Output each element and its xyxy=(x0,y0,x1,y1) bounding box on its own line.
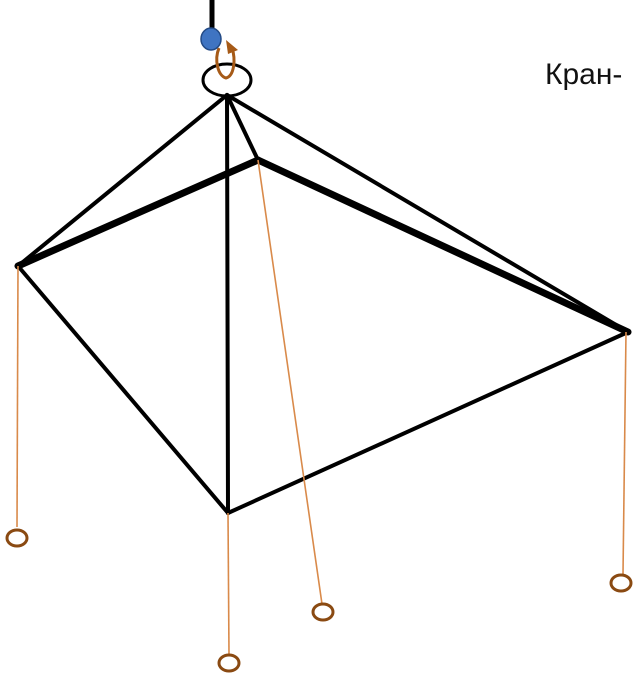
sling-ring-back xyxy=(311,602,335,622)
frame xyxy=(14,93,632,515)
sling-left xyxy=(16,265,19,528)
hook-ball xyxy=(200,27,222,51)
frame-base-front-left xyxy=(16,264,230,515)
frame-link-left xyxy=(16,93,229,268)
slings xyxy=(16,159,627,656)
hook-arrow-head xyxy=(226,40,238,54)
frame-link-back xyxy=(225,93,260,162)
hook-rotation-arrow xyxy=(215,47,236,80)
sling-ring-front xyxy=(217,653,241,673)
frame-base-front-right xyxy=(226,330,630,515)
frame-link-right xyxy=(225,93,630,334)
sling-back xyxy=(257,159,323,605)
hook-ring xyxy=(201,62,253,98)
sling-ring-left xyxy=(5,528,29,548)
frame-base-back-right xyxy=(254,156,632,336)
diagram-label: Кран- xyxy=(545,58,622,91)
sling-front xyxy=(227,512,230,656)
frame-base-back-left xyxy=(14,156,262,270)
sling-ring-right xyxy=(609,573,633,593)
frame-link-front xyxy=(225,93,230,515)
sling-rings xyxy=(5,528,633,673)
sling-right xyxy=(622,331,627,575)
